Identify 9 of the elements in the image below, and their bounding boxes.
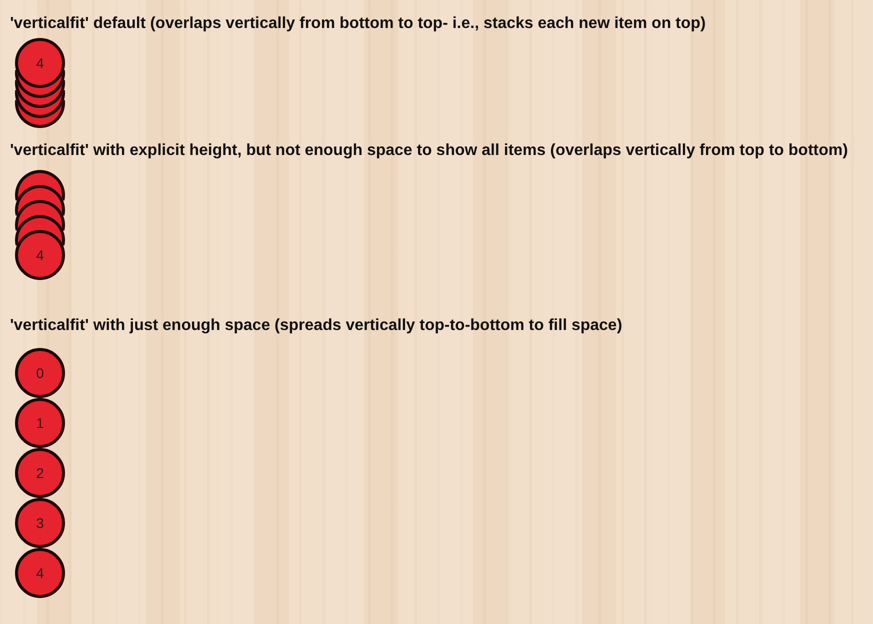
numbered-token: 3 [15,498,65,548]
stacked-token [15,100,65,128]
section-heading: 'verticalfit' with explicit height, but not enough space to show all items (overlaps vertically from top to bottom) [10,141,848,160]
numbered-token: 1 [15,398,65,448]
numbered-token: 4 [15,548,65,598]
numbered-token: 2 [15,448,65,498]
section-heading: 'verticalfit' default (overlaps vertically from bottom to top- i.e., stacks each new item on top) [10,14,706,33]
section-heading: 'verticalfit' with just enough space (spreads vertically top-to-bottom to fill space) [10,316,622,335]
numbered-token: 0 [15,348,65,398]
